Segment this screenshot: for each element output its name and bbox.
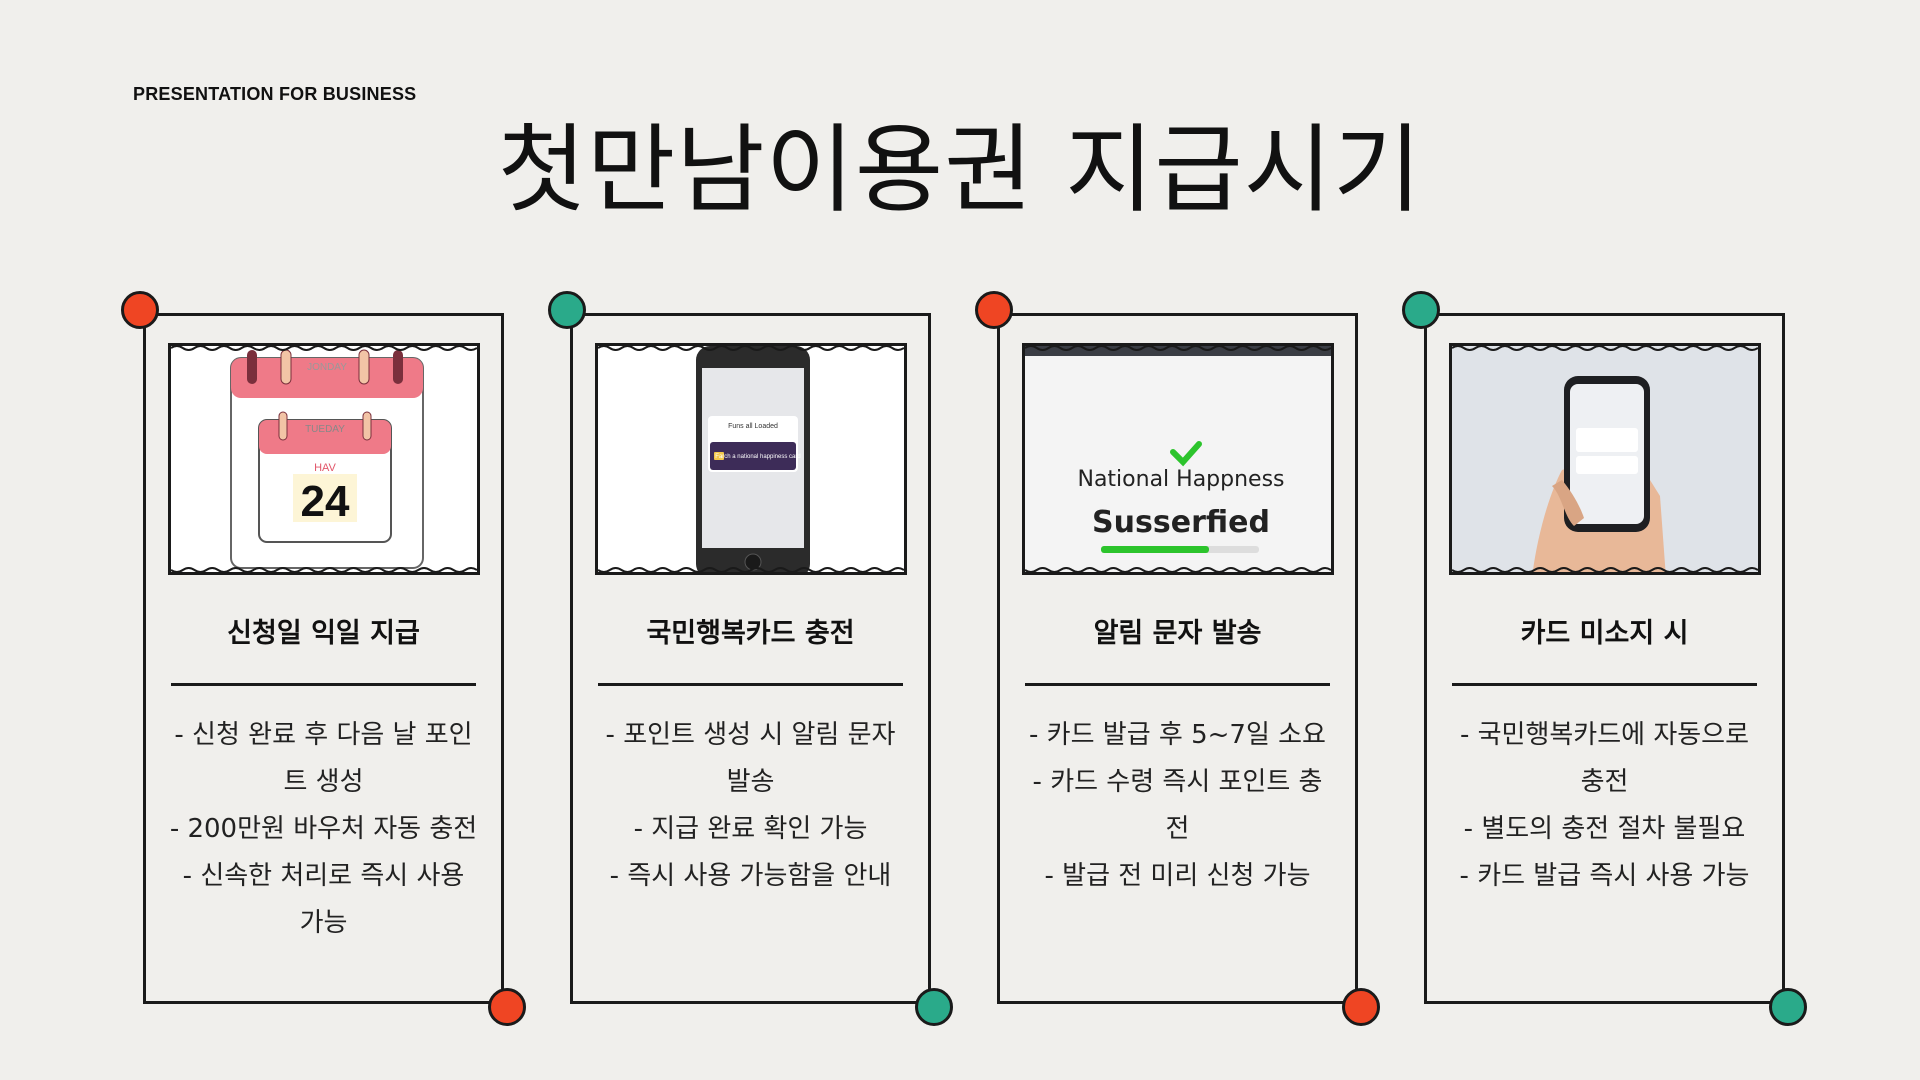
corner-dot-red [488, 988, 526, 1026]
card-image-hand-phone [1449, 343, 1761, 575]
card-next-day-payment: JONDAY TUEDAY HAV 24 신청일 익일 지급 - 신청 완료 후… [121, 291, 526, 1026]
card-image-phone: Funs all Loaded Farch a national happine… [595, 343, 907, 575]
card-description: - 국민행복카드에 자동으로 충전 - 별도의 충전 절차 불필요 - 카드 발… [1449, 712, 1760, 900]
corner-dot-red [1342, 988, 1380, 1026]
card-description: - 카드 발급 후 5~7일 소요 - 카드 수령 즉시 포인트 충 전 - 발… [1022, 712, 1333, 900]
description-line: - 발급 전 미리 신청 가능 [1044, 861, 1311, 891]
card-description: - 포인트 생성 시 알림 문자 발송 - 지급 완료 확인 가능 - 즉시 사… [595, 712, 906, 900]
description-line: - 즉시 사용 가능함을 안내 [609, 861, 892, 891]
description-line: 가능 [299, 908, 348, 938]
corner-dot-teal [1769, 988, 1807, 1026]
calendar-month: HAV [314, 462, 336, 474]
card-title: 국민행복카드 충전 [646, 618, 855, 649]
card-description: - 신청 완료 후 다음 날 포인 트 생성 - 200만원 바우처 자동 충전… [168, 712, 479, 947]
divider [1025, 683, 1330, 686]
card-image-confirmation: National Happness Susserfied [1022, 343, 1334, 575]
checkmark-icon: National Happness Susserfied [1025, 346, 1331, 572]
description-line: 발송 [726, 767, 775, 797]
description-line: - 포인트 생성 시 알림 문자 [605, 720, 896, 750]
hand-phone-icon [1452, 346, 1758, 572]
description-line: - 카드 수령 즉시 포인트 충 [1032, 767, 1323, 797]
calendar-top-label: JONDAY [307, 362, 347, 373]
card-title: 카드 미소지 시 [1520, 618, 1689, 649]
card-title: 알림 문자 발송 [1093, 618, 1262, 649]
divider [1452, 683, 1757, 686]
card-happiness-card-charge: Funs all Loaded Farch a national happine… [548, 291, 953, 1026]
confirmation-line1: National Happness [1077, 467, 1284, 492]
description-line: - 신속한 처리로 즉시 사용 [182, 861, 465, 891]
corner-dot-red [975, 291, 1013, 329]
phone-icon: Funs all Loaded Farch a national happine… [696, 346, 810, 572]
description-line: 전 [1165, 814, 1190, 844]
description-line: - 국민행복카드에 자동으로 [1459, 720, 1750, 750]
description-line: - 신청 완료 후 다음 날 포인 [174, 720, 473, 750]
corner-dot-teal [1402, 291, 1440, 329]
calendar-icon: JONDAY TUEDAY HAV 24 [230, 349, 424, 569]
calendar-inner-label: TUEDAY [305, 424, 345, 435]
description-line: 트 생성 [283, 767, 364, 797]
description-line: - 별도의 충전 절차 불필요 [1463, 814, 1746, 844]
notification-body: Farch a national happiness card [715, 454, 800, 460]
card-title: 신청일 익일 지급 [227, 618, 420, 649]
description-line: - 카드 발급 후 5~7일 소요 [1029, 720, 1326, 750]
divider [598, 683, 903, 686]
page-title: 첫만남이용권 지급시기 [497, 114, 1423, 226]
card-no-card: 카드 미소지 시 - 국민행복카드에 자동으로 충전 - 별도의 충전 절차 불… [1402, 291, 1807, 1026]
card-image-calendar: JONDAY TUEDAY HAV 24 [168, 343, 480, 575]
calendar-day: 24 [301, 477, 350, 526]
card-notification-sms: National Happness Susserfied 알림 문자 발송 - … [975, 291, 1380, 1026]
presentation-eyebrow: PRESENTATION FOR BUSINESS [133, 84, 417, 104]
description-line: - 카드 발급 즉시 사용 가능 [1459, 861, 1750, 891]
corner-dot-teal [548, 291, 586, 329]
description-line: - 200만원 바우처 자동 충전 [169, 814, 478, 844]
description-line: 충전 [1580, 767, 1629, 797]
corner-dot-teal [915, 988, 953, 1026]
description-line: - 지급 완료 확인 가능 [633, 814, 868, 844]
corner-dot-red [121, 291, 159, 329]
confirmation-line2: Susserfied [1092, 505, 1270, 540]
divider [171, 683, 476, 686]
notification-title: Funs all Loaded [728, 423, 778, 430]
